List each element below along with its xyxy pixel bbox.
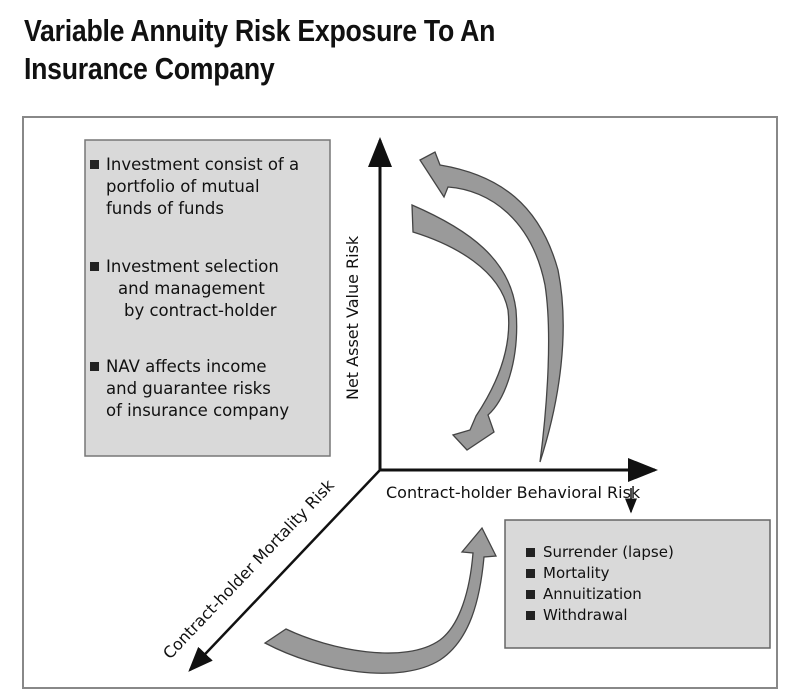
bullet-square-icon: [526, 590, 535, 599]
behavior-item-3: Annuitization: [526, 585, 642, 603]
investment-bullet-1: Investment consist of a portfolio of mut…: [90, 155, 299, 218]
title-line-1: Variable Annuity Risk Exposure To An: [24, 13, 496, 48]
curved-arrow-up-icon: [419, 151, 564, 463]
bullet-text: NAV affects income: [106, 357, 267, 376]
behavior-item-text: Surrender (lapse): [543, 543, 674, 561]
bullet-text: Investment selection: [106, 257, 279, 276]
mortality-risk-axis: [188, 469, 381, 672]
investment-bullet-3: NAV affects income and guarantee risks o…: [90, 357, 289, 420]
bullet-square-icon: [526, 611, 535, 620]
bullet-text: Investment consist of a: [106, 155, 299, 174]
diagram-title: Variable Annuity Risk Exposure To An Ins…: [24, 12, 495, 88]
behavior-item-1: Surrender (lapse): [526, 543, 674, 561]
behavior-item-text: Annuitization: [543, 585, 642, 603]
investment-bullet-2: Investment selection and management by c…: [90, 257, 279, 320]
bullet-square-icon: [90, 262, 99, 271]
behavior-item-text: Withdrawal: [543, 606, 628, 624]
behavioral-risk-label: Contract-holder Behavioral Risk: [386, 483, 641, 502]
title-line-2: Insurance Company: [24, 51, 275, 86]
nav-risk-label: Net Asset Value Risk: [343, 235, 362, 400]
bullet-text: funds of funds: [106, 199, 224, 218]
behavior-box: Surrender (lapse) Mortality Annuitizatio…: [504, 519, 771, 649]
bullet-square-icon: [90, 362, 99, 371]
bullet-text: of insurance company: [106, 401, 289, 420]
bullet-square-icon: [90, 160, 99, 169]
curved-arrow-right-icon: [263, 526, 498, 674]
bullet-text: portfolio of mutual: [106, 177, 260, 196]
bullet-text: and management: [118, 279, 265, 298]
behavior-item-2: Mortality: [526, 564, 610, 582]
curved-arrow-down-icon: [411, 203, 518, 451]
behavior-item-4: Withdrawal: [526, 606, 628, 624]
behavior-item-text: Mortality: [543, 564, 610, 582]
bullet-square-icon: [526, 569, 535, 578]
bullet-text: and guarantee risks: [106, 379, 271, 398]
bullet-square-icon: [526, 548, 535, 557]
bullet-text: by contract-holder: [124, 301, 277, 320]
investment-box: Investment consist of a portfolio of mut…: [84, 139, 331, 457]
